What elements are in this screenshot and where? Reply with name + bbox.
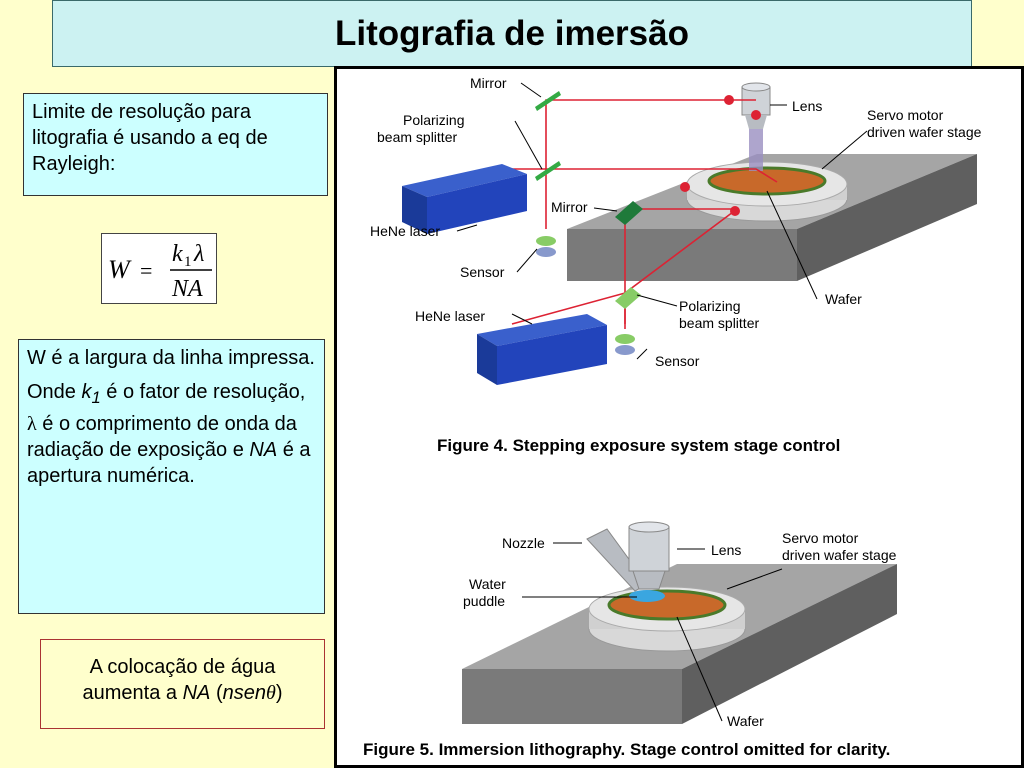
label-lens5: Lens	[711, 542, 741, 558]
stage5-front	[462, 669, 682, 724]
def-text-a: Onde	[27, 381, 82, 403]
water-na-box: A colocação de água aumenta a NA (nsenθ)	[40, 639, 325, 729]
formula-equals: =	[140, 258, 152, 283]
hene-laser-1	[427, 174, 527, 234]
page-title: Litografia de imersão	[335, 13, 689, 53]
def-k-sub: 1	[91, 388, 101, 407]
stage-side	[797, 154, 977, 281]
water-na: NA	[182, 682, 211, 704]
def-text-b: é o fator de resolução,	[100, 381, 306, 403]
label-servo5-2: driven wafer stage	[782, 547, 897, 563]
definition-params: Onde k1 é o fator de resolução, λ é o co…	[27, 379, 316, 489]
label-water-2: puddle	[463, 593, 505, 609]
label-hene-2: HeNe laser	[415, 308, 485, 324]
def-text-d: é a apertura numérica.	[27, 439, 311, 487]
def-k: k	[81, 381, 92, 403]
water-paren-open: (	[210, 682, 223, 704]
label-servo-2: driven wafer stage	[867, 124, 982, 140]
water-paren-close: )	[275, 682, 283, 704]
label-hene-1: HeNe laser	[370, 223, 440, 239]
laser-beams	[511, 99, 778, 329]
label-water-1: Water	[469, 576, 506, 592]
def-lambda: λ	[27, 413, 37, 435]
water-text: A colocação de água aumenta a	[82, 656, 276, 704]
figure4-diagram: Mirror Polarizing beam splitter Lens Ser…	[370, 75, 982, 455]
water-nsen: nsen	[222, 682, 266, 704]
formula-lhs: W	[108, 255, 132, 284]
label-polarizing-2b: beam splitter	[679, 315, 759, 331]
formula-graphic: W = k 1 λ NA	[108, 241, 212, 302]
def-na: NA	[249, 439, 278, 461]
label-sensor-2: Sensor	[655, 353, 700, 369]
hene-laser-2	[497, 325, 607, 385]
figure-svg: Mirror Polarizing beam splitter Lens Ser…	[363, 75, 982, 759]
sensor-2	[615, 334, 635, 344]
formula-num-k: k	[172, 241, 183, 267]
beam-spots	[680, 95, 761, 216]
water-theta: θ	[265, 682, 276, 704]
formula-num-lambda: λ	[193, 241, 204, 267]
rayleigh-formula: W = k 1 λ NA	[101, 233, 217, 304]
label-wafer-5: Wafer	[727, 713, 764, 729]
lens5-body	[628, 526, 670, 572]
rayleigh-intro-box: Limite de resolução para litografia é us…	[23, 93, 328, 196]
formula-den: NA	[171, 276, 203, 302]
label-polarizing-1a: Polarizing	[403, 112, 464, 128]
definitions-box: W é a largura da linha impressa. Onde k1…	[18, 339, 325, 614]
label-mirror-mid: Mirror	[551, 199, 588, 215]
figure5-caption: Figure 5. Immersion lithography. Stage c…	[363, 740, 890, 759]
label-polarizing-1b: beam splitter	[377, 129, 457, 145]
formula-num-sub: 1	[184, 254, 192, 270]
polarizing-splitter-1	[535, 161, 561, 181]
label-servo5-1: Servo motor	[782, 530, 859, 546]
stage-front	[567, 229, 797, 281]
sensor-1	[536, 236, 556, 246]
polarizing-splitter-2	[615, 287, 641, 309]
water-puddle	[629, 590, 665, 602]
wafer-disc	[707, 166, 827, 196]
title-bar: Litografia de imersão	[52, 0, 972, 67]
wafer5-disc	[607, 589, 727, 621]
label-servo-1: Servo motor	[867, 107, 944, 123]
def-text-c: é o comprimento de onda da radiação de e…	[27, 413, 297, 461]
definition-w: W é a largura da linha impressa.	[27, 347, 315, 369]
exposure-beam	[749, 129, 763, 171]
stage5-side	[682, 564, 897, 724]
rayleigh-intro-text: Limite de resolução para litografia é us…	[32, 101, 268, 175]
label-lens: Lens	[792, 98, 822, 114]
label-sensor-1: Sensor	[460, 264, 505, 280]
figure-panel: Mirror Polarizing beam splitter Lens Ser…	[334, 66, 1024, 768]
label-wafer-4: Wafer	[825, 291, 862, 307]
mirror-mid	[615, 201, 643, 225]
mirror-top	[535, 91, 561, 111]
label-nozzle: Nozzle	[502, 535, 545, 551]
figure4-caption: Figure 4. Stepping exposure system stage…	[437, 436, 840, 455]
label-polarizing-2a: Polarizing	[679, 298, 740, 314]
label-mirror-top: Mirror	[470, 75, 507, 91]
figure5-diagram: Nozzle Lens Servo motor driven wafer sta…	[363, 521, 897, 759]
